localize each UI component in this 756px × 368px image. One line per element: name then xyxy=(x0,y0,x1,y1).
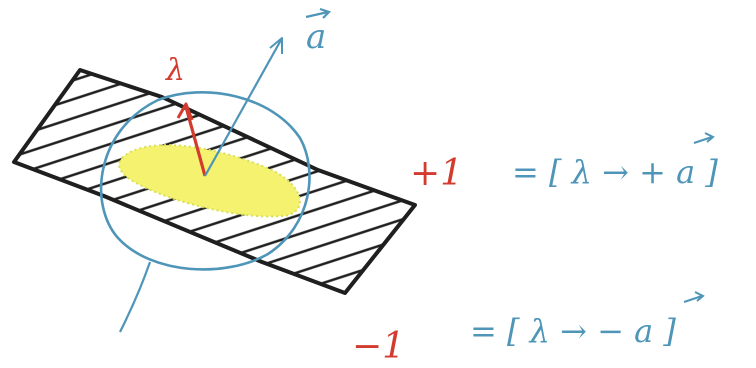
plus-a-overarrow-icon xyxy=(693,132,715,144)
plus-one-label: +1 xyxy=(410,153,463,194)
yellow-disk xyxy=(118,144,301,218)
vector-a-label-group: a xyxy=(305,7,332,57)
lambda-vector xyxy=(184,106,207,177)
minus-a-overarrow-icon xyxy=(683,291,705,303)
lambda-label: λ xyxy=(165,53,185,88)
lambda-vector-arrowhead xyxy=(176,102,194,121)
vector-a-label: a xyxy=(306,17,326,57)
a-vector xyxy=(204,39,282,177)
pointer-line xyxy=(119,261,152,333)
hemisphere-outline xyxy=(99,91,311,271)
vector-a-overarrow-icon xyxy=(305,7,332,19)
minus-one-label: −1 xyxy=(352,326,405,367)
a-vector-arrowhead xyxy=(269,37,283,54)
minus-one-equivalence: = [ λ → − a ] xyxy=(470,312,676,350)
plus-one-equivalence: = [ λ → + a ] xyxy=(512,153,718,191)
